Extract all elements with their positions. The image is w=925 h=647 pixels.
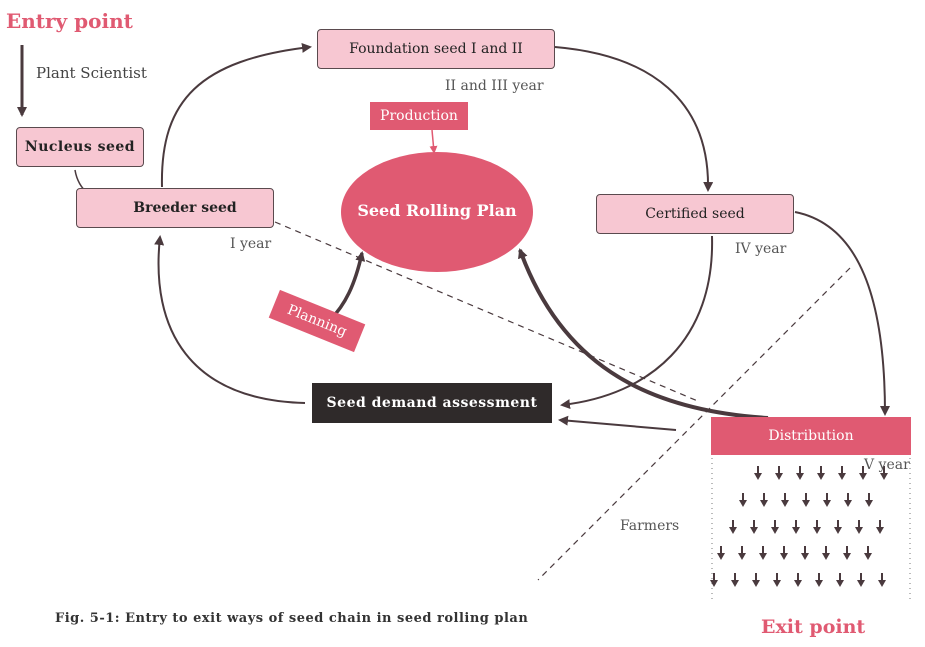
farmer-down-arrow [796,466,804,480]
farmer-down-arrow [801,546,809,560]
farmer-down-arrow [760,493,768,507]
farmer-down-arrow [822,546,830,560]
certified-to-distribution-arrow [794,211,890,416]
breeder-seed-box: Breeder seed [76,188,274,228]
v-year-label: V year [864,457,910,473]
farmer-down-arrow [844,493,852,507]
farmer-down-arrow [773,573,781,587]
ii-iii-year-label: II and III year [445,78,544,94]
production-box: Production [370,102,468,130]
farmer-down-arrow [729,520,737,534]
farmer-down-arrow [823,493,831,507]
entry-point-label: Entry point [6,9,133,33]
production-to-plan-arrow [429,129,438,154]
farmer-down-arrow [738,546,746,560]
farmer-down-arrow [780,546,788,560]
farmer-down-arrow [752,573,760,587]
farmer-down-arrow [864,546,872,560]
certified-to-demand-arrow [560,235,714,410]
farmer-down-arrow [750,520,758,534]
dashed-line-farmers [537,267,851,581]
farmer-down-arrow [836,573,844,587]
farmer-arrows-group [710,466,888,587]
farmer-down-arrow [876,520,884,534]
farmer-down-arrow [792,520,800,534]
farmer-down-arrow [815,573,823,587]
distribution-box: Distribution [711,417,911,455]
foundation-seed-box: Foundation seed I and II [317,29,555,69]
farmer-down-arrow [857,573,865,587]
farmer-down-arrow [794,573,802,587]
plant-scientist-label: Plant Scientist [36,64,147,82]
farmer-down-arrow [710,573,718,587]
planning-to-plan-arrow [328,251,366,322]
breeder-to-foundation-arrow [160,42,312,188]
farmer-down-arrow [717,546,725,560]
exit-point-label: Exit point [761,616,866,638]
farmer-down-arrow [802,493,810,507]
farmer-down-arrow [781,493,789,507]
farmer-down-arrow [813,520,821,534]
farmer-down-arrow [759,546,767,560]
farmer-down-arrow [771,520,779,534]
farmer-down-arrow [878,573,886,587]
farmers-label: Farmers [620,518,680,534]
farmer-down-arrow [880,466,888,480]
farmer-down-arrow [775,466,783,480]
farmer-down-arrow [859,466,867,480]
nucleus-seed-box: Nucleus seed [16,127,144,167]
iv-year-label: IV year [735,241,787,257]
farmer-down-arrow [834,520,842,534]
distribution-to-plan-arrow [518,248,769,420]
farmer-down-arrow [817,466,825,480]
seed-rolling-plan-label: Seed Rolling Plan [357,200,517,220]
figure-caption: Fig. 5-1: Entry to exit ways of seed cha… [55,611,529,626]
farmer-down-arrow [754,466,762,480]
foundation-to-certified-arrow [554,46,714,192]
seed-demand-assessment-box: Seed demand assessment [312,383,552,423]
farmer-down-arrow [855,520,863,534]
i-year-label: I year [230,236,272,252]
distribution-to-demand-arrow [558,415,677,431]
farmer-down-arrow [865,493,873,507]
farmer-down-arrow [838,466,846,480]
farmer-down-arrow [731,573,739,587]
farmer-down-arrow [739,493,747,507]
seed-rolling-plan-ellipse [341,152,533,272]
farmer-down-arrow [843,546,851,560]
certified-seed-box: Certified seed [596,194,794,234]
demand-to-breeder-arrow [154,235,306,404]
